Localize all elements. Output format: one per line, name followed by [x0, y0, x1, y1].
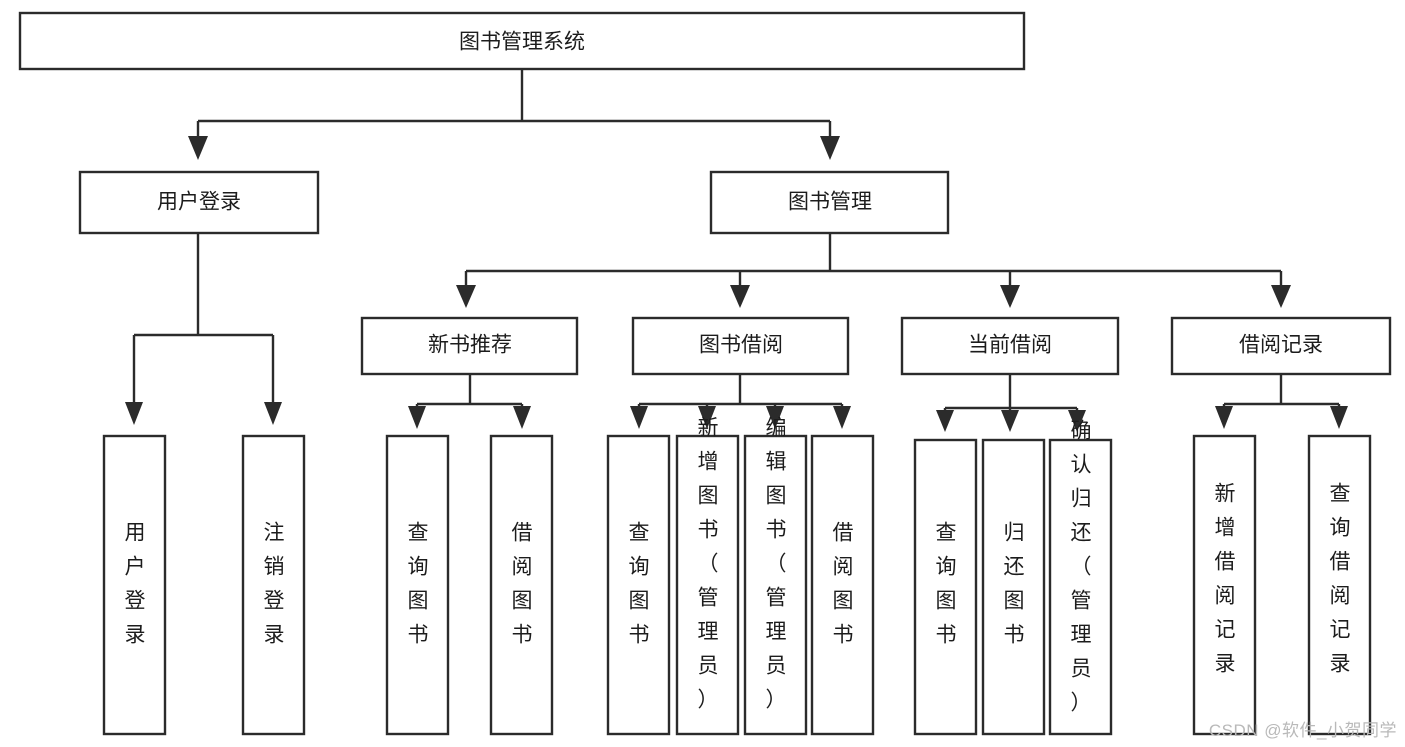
connector-group-book-manage: [456, 233, 1291, 308]
node-leaf-add-book[interactable]: 新增图书（管理员）: [675, 417, 740, 736]
node-leaf-user-login-label: 用户登录: [125, 522, 146, 647]
node-leaf-query-record-label: 查询借阅记录: [1330, 483, 1351, 676]
node-user-login-label: 用户登录: [157, 191, 241, 214]
node-leaf-add-record[interactable]: 新增借阅记录: [1192, 434, 1257, 736]
node-leaf-add-book-label: 新增图书（管理员）: [698, 417, 719, 712]
node-root-label: 图书管理系统: [459, 31, 585, 54]
node-new-book-rec-label: 新书推荐: [428, 334, 512, 357]
node-leaf-add-book-box[interactable]: [675, 434, 740, 736]
node-leaf-confirm-return-box[interactable]: [1048, 438, 1113, 736]
node-root[interactable]: 图书管理系统: [18, 11, 1026, 71]
arrow-bb-leaf-2: [698, 406, 716, 429]
node-user-login[interactable]: 用户登录: [78, 170, 320, 235]
node-book-borrow-box[interactable]: [631, 316, 850, 376]
node-leaf-borrow-book-2[interactable]: 借阅图书: [810, 434, 875, 736]
node-leaf-return-book[interactable]: 归还图书: [981, 438, 1046, 736]
node-leaf-edit-book[interactable]: 编辑图书（管理员）: [743, 417, 808, 736]
node-leaf-user-login-box[interactable]: [102, 434, 167, 736]
arrow-br-leaf-1: [1215, 406, 1233, 429]
node-borrow-record-box[interactable]: [1170, 316, 1392, 376]
node-current-borrow-box[interactable]: [900, 316, 1120, 376]
node-leaf-user-login[interactable]: 用户登录: [102, 434, 167, 736]
node-leaf-logout-login-label: 注销登录: [264, 522, 285, 647]
node-leaf-borrow-book-1-box[interactable]: [489, 434, 554, 736]
node-current-borrow-label: 当前借阅: [968, 334, 1052, 357]
node-borrow-record[interactable]: 借阅记录: [1170, 316, 1392, 376]
node-leaf-query-book-3-label: 查询图书: [936, 522, 957, 647]
node-leaf-add-record-label: 新增借阅记录: [1215, 483, 1236, 676]
node-user-login-box[interactable]: [78, 170, 320, 235]
arrow-bb-leaf-3: [766, 406, 784, 429]
node-leaf-query-book-2-box[interactable]: [606, 434, 671, 736]
arrow-bm-to-book-borrow: [730, 285, 750, 308]
node-leaf-confirm-return[interactable]: 确认归还（管理员）: [1048, 420, 1113, 736]
arrow-cb-leaf-1: [936, 410, 954, 432]
node-leaf-query-book-2-label: 查询图书: [629, 522, 650, 647]
arrow-cb-leaf-3: [1068, 410, 1086, 432]
node-borrow-record-label: 借阅记录: [1239, 334, 1323, 357]
node-leaf-logout-login[interactable]: 注销登录: [241, 434, 306, 736]
node-new-book-rec[interactable]: 新书推荐: [360, 316, 579, 376]
node-leaf-query-record-box[interactable]: [1307, 434, 1372, 736]
connector-group-new-book-rec: [408, 374, 531, 429]
connector-group-borrow-record: [1215, 374, 1348, 429]
node-leaf-borrow-book-2-box[interactable]: [810, 434, 875, 736]
arrow-nbr-leaf-1: [408, 406, 426, 429]
arrow-bb-leaf-4: [833, 406, 851, 429]
node-leaf-query-book-2[interactable]: 查询图书: [606, 434, 671, 736]
arrow-root-to-book-manage: [820, 136, 840, 160]
node-leaf-edit-book-label: 编辑图书（管理员）: [766, 417, 787, 712]
arrow-user-login-leaf-2: [264, 402, 282, 425]
arrow-nbr-leaf-2: [513, 406, 531, 429]
node-leaf-return-book-label: 归还图书: [1004, 522, 1025, 647]
node-leaf-query-book-1-box[interactable]: [385, 434, 450, 736]
node-leaf-borrow-book-1[interactable]: 借阅图书: [489, 434, 554, 736]
connector-group-book-borrow: [630, 374, 851, 429]
arrow-user-login-leaf-1: [125, 402, 143, 425]
connector-group-user-login: [125, 233, 282, 425]
node-book-borrow[interactable]: 图书借阅: [631, 316, 850, 376]
connector-group-current-borrow: [936, 374, 1086, 432]
node-book-manage-label: 图书管理: [788, 191, 872, 214]
node-new-book-rec-box[interactable]: [360, 316, 579, 376]
arrow-bm-to-borrow-record: [1271, 285, 1291, 308]
node-leaf-borrow-book-1-label: 借阅图书: [512, 522, 533, 647]
arrow-bm-to-new-book-rec: [456, 285, 476, 308]
arrow-bb-leaf-1: [630, 406, 648, 429]
node-book-borrow-label: 图书借阅: [699, 334, 783, 357]
node-leaf-query-book-1-label: 查询图书: [408, 522, 429, 647]
node-leaf-query-record[interactable]: 查询借阅记录: [1307, 434, 1372, 736]
node-root-box[interactable]: [18, 11, 1026, 71]
node-leaf-logout-login-box[interactable]: [241, 434, 306, 736]
node-current-borrow[interactable]: 当前借阅: [900, 316, 1120, 376]
node-leaf-return-book-box[interactable]: [981, 438, 1046, 736]
node-book-manage-box[interactable]: [709, 170, 950, 235]
node-leaf-confirm-return-label: 确认归还（管理员）: [1071, 420, 1092, 715]
node-leaf-borrow-book-2-label: 借阅图书: [833, 522, 854, 647]
arrow-cb-leaf-2: [1001, 410, 1019, 432]
node-book-manage[interactable]: 图书管理: [709, 170, 950, 235]
node-leaf-query-book-3-box[interactable]: [913, 438, 978, 736]
node-leaf-add-record-box[interactable]: [1192, 434, 1257, 736]
node-leaf-edit-book-box[interactable]: [743, 434, 808, 736]
node-leaf-query-book-1[interactable]: 查询图书: [385, 434, 450, 736]
arrow-bm-to-current-borrow: [1000, 285, 1020, 308]
connector-group-root: [188, 69, 840, 160]
node-leaf-query-book-3[interactable]: 查询图书: [913, 438, 978, 736]
arrow-root-to-user-login: [188, 136, 208, 160]
arrow-br-leaf-2: [1330, 406, 1348, 429]
